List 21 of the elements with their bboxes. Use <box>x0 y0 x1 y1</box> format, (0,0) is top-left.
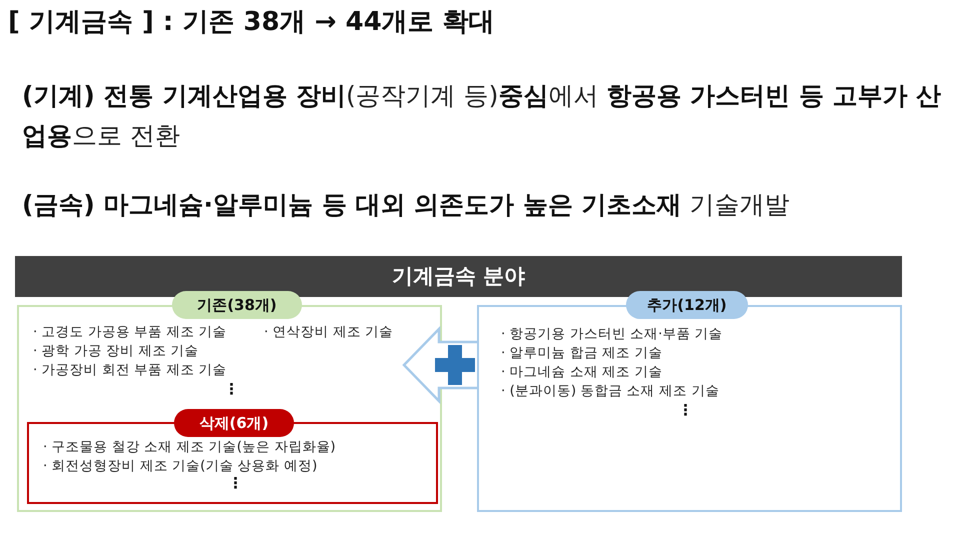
section-tag: 기존(38개) <box>172 291 302 319</box>
section-tag: 추가(12개) <box>626 291 748 319</box>
list-item: · 가공장비 회전 부품 제조 기술 <box>33 361 227 379</box>
ellipsis-mark: ⋮ <box>224 380 236 398</box>
band-title: 기계금속 분야 <box>390 263 526 290</box>
note-text: (금속) 마그네슘·알루미늄 등 대외 의존도가 높은 기초소재 기술개발 <box>22 189 791 221</box>
list-item: · 회전성형장비 제조 기술(기술 상용화 예정) <box>43 457 318 475</box>
list-item: · 연삭장비 제조 기술 <box>264 323 394 341</box>
section-tag: 삭제(6개) <box>174 409 294 437</box>
list-item: · 광학 가공 장비 제조 기술 <box>33 342 199 360</box>
ellipsis-mark: ⋮ <box>228 474 240 492</box>
ellipsis-mark: ⋮ <box>678 401 690 419</box>
heading: [ 기계금속 ] : 기존 38개 → 44개로 확대 <box>8 6 495 39</box>
list-item: · (분과이동) 동합금 소재 제조 기술 <box>501 382 720 400</box>
list-item: · 구조물용 철강 소재 제조 기술(높은 자립화율) <box>43 438 336 456</box>
list-item: · 알루미늄 합금 제조 기술 <box>501 344 662 362</box>
list-item: · 마그네슘 소재 제조 기술 <box>501 363 662 381</box>
list-item: · 고경도 가공용 부품 제조 기술 <box>33 323 227 341</box>
list-item: · 항공기용 가스터빈 소재·부품 기술 <box>501 325 723 343</box>
note-text: (기계) 전통 기계산업용 장비(공작기계 등)중심에서 항공용 가스터빈 등 고부가 산업용으로 전환 <box>22 80 942 152</box>
header-band <box>15 256 902 297</box>
